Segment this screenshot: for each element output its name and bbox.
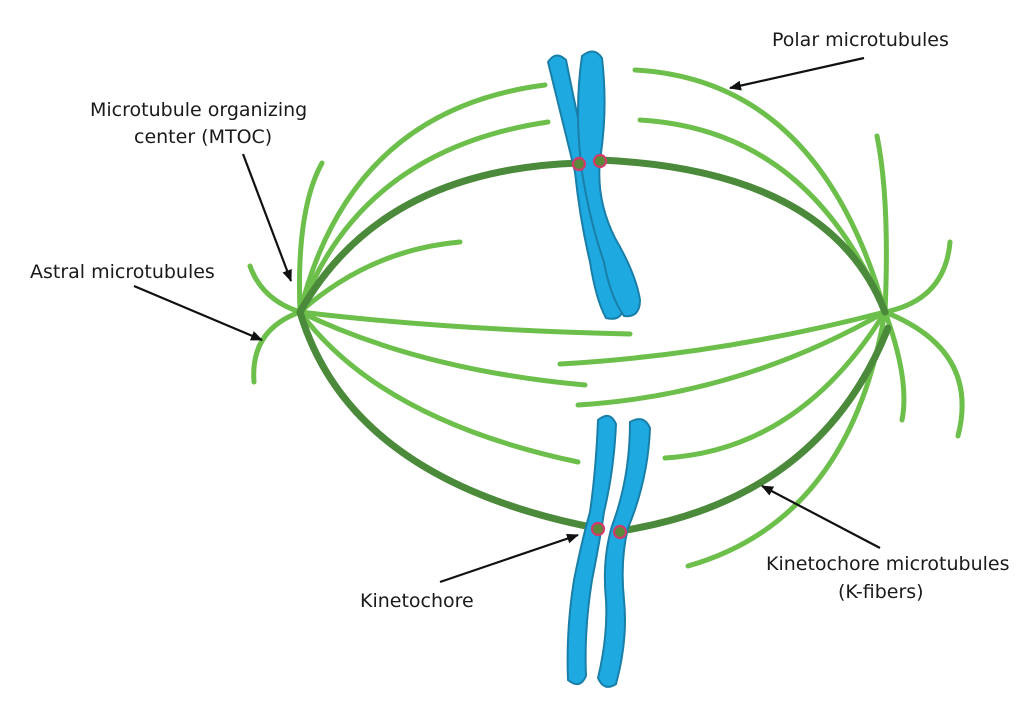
polar-microtubule: [297, 82, 548, 315]
astral-microtubule: [296, 160, 325, 315]
kinetochore-dot: [590, 521, 606, 537]
arrow-astral: [133, 284, 263, 342]
polar-microtubule: [297, 119, 551, 315]
label-mtoc-line1: Microtubule organizing: [90, 99, 307, 121]
polar-microtubule: [662, 309, 888, 461]
label-polar-microtubules: Polar microtubules: [772, 29, 949, 51]
kinetochores-group: [571, 153, 628, 540]
arrow-kfibers: [761, 485, 881, 549]
polar-microtubule: [575, 309, 888, 408]
chromatid: [566, 414, 618, 686]
arrow-polar: [729, 56, 865, 91]
astral-microtubule: [251, 309, 303, 385]
upper-chromosome: [546, 50, 642, 320]
polar-microtubule: [632, 67, 888, 315]
polar-microtubule: [297, 309, 588, 388]
k-fiber: [596, 156, 889, 316]
polar-microtubule: [297, 309, 633, 337]
astral-microtubule: [882, 239, 953, 315]
k-fiber: [296, 159, 582, 316]
pointer-arrows-group: [133, 56, 881, 584]
arrow-mtoc: [241, 153, 293, 282]
polar-microtubule: [557, 309, 888, 367]
label-kfibers-line1: Kinetochore microtubules: [766, 553, 1010, 575]
lower-chromosome: [566, 414, 652, 688]
label-mtoc-line2: center (MTOC): [134, 126, 272, 148]
k-fiber: [296, 308, 600, 532]
chromatid: [577, 50, 642, 318]
kinetochore-dot: [612, 524, 628, 540]
label-kinetochore: Kinetochore: [360, 590, 474, 612]
polar-microtubule: [297, 309, 581, 465]
kinetochore-dot: [571, 156, 587, 172]
polar-microtubule: [297, 239, 463, 315]
chromatid: [596, 418, 652, 688]
kinetochore-microtubules-group: [296, 156, 892, 535]
astral-microtubule: [874, 133, 889, 315]
polar-microtubule: [685, 309, 888, 569]
label-kfibers-line2: (K-fibers): [838, 581, 924, 603]
astral-microtubule: [882, 309, 965, 439]
label-astral-microtubules: Astral microtubules: [30, 261, 215, 283]
kinetochore-dot: [592, 153, 608, 169]
k-fiber: [616, 324, 892, 535]
arrow-kinetochore: [439, 533, 579, 584]
astral-microtubule: [247, 263, 303, 315]
